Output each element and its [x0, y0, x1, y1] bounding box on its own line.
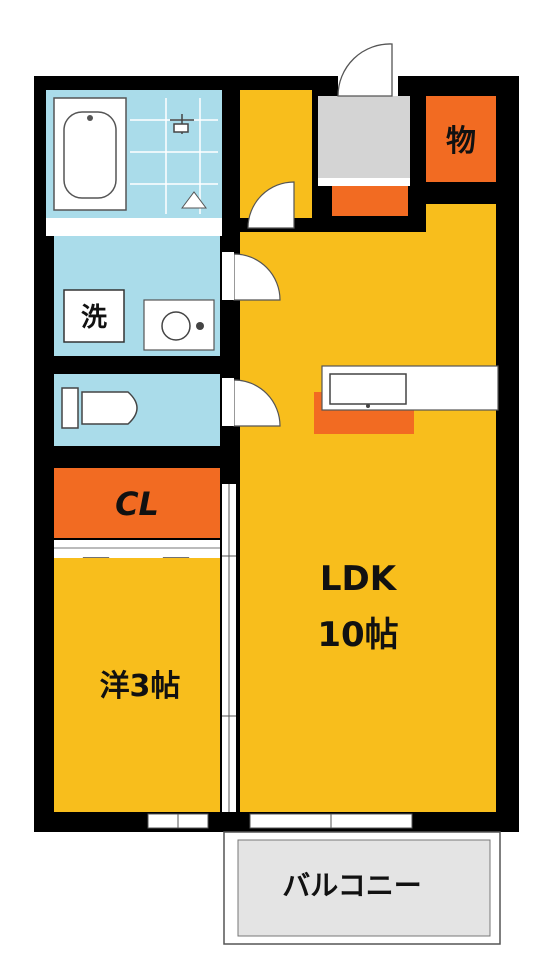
washroom-label-box [63, 289, 125, 343]
ldk-name: LDK [320, 559, 398, 599]
western-room-label: 洋3帖 [100, 669, 181, 704]
shower-icon [170, 114, 194, 134]
bathtub-basin [63, 111, 117, 199]
sink-icon [161, 311, 191, 341]
entrance-step [332, 186, 408, 216]
toilet-door-swing [233, 379, 281, 427]
entrance-genkan [318, 96, 410, 178]
closet-label: CL [115, 485, 159, 523]
balcony [237, 839, 491, 937]
wall-washroom-toilet [46, 356, 222, 372]
step-white [318, 178, 410, 186]
storage-label: 物 [446, 124, 476, 159]
front-door-swing [337, 43, 393, 97]
faucet-icon [196, 322, 204, 330]
toilet-bowl-icon [81, 391, 138, 425]
storage [426, 96, 496, 182]
kitchen-faucet-icon [366, 404, 370, 408]
hall-door-swing [247, 181, 295, 229]
bathroom-door-mark [181, 191, 207, 209]
ldk-size: 10帖 [317, 615, 398, 655]
western-room [54, 558, 220, 812]
toilet-door [222, 378, 234, 426]
washroom-door [222, 252, 234, 300]
toilet-tank [61, 387, 79, 429]
ldk-room [240, 204, 496, 812]
washing-machine-area [54, 236, 220, 298]
balcony-label: バルコニー [282, 869, 421, 902]
closet [54, 468, 220, 538]
washroom-label: 洗 [81, 303, 107, 333]
drain-icon [87, 115, 93, 121]
bathroom-tile-grid [130, 98, 218, 214]
kitchen-sink-icon [329, 373, 407, 405]
closet-door-strip [54, 540, 220, 558]
hall-strip [46, 218, 222, 236]
washroom-door-swing [233, 253, 281, 301]
